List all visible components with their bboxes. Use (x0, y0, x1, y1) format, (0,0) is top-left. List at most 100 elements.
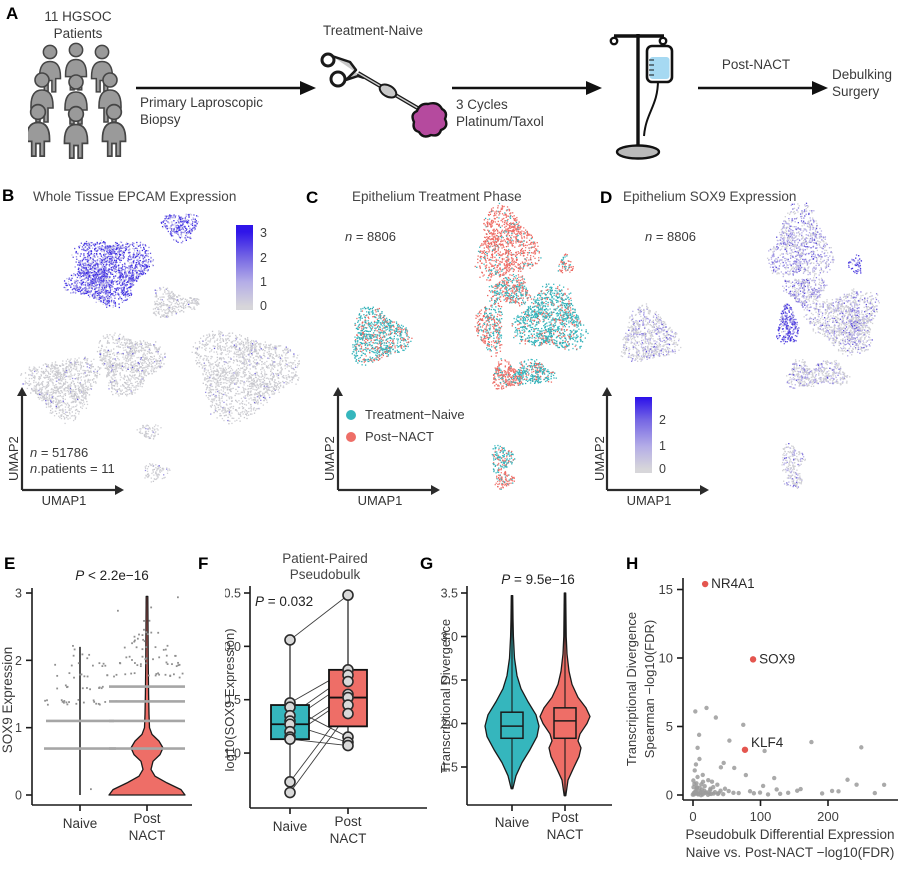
legend-label: Treatment−Naive (365, 407, 465, 422)
svg-text:Patient-Paired: Patient-Paired (282, 551, 368, 566)
debulking-label: Debulking Surgery (832, 67, 893, 99)
svg-text:−1.0: −1.0 (225, 747, 241, 761)
colorbar-tick: 0 (260, 299, 267, 313)
svg-text:Post: Post (551, 810, 578, 825)
arrow-surgery-icon (698, 81, 828, 95)
panel-c-umap-phase: Epithelium Treatment Phase n = 8806 Trea… (300, 185, 595, 545)
svg-text:100: 100 (750, 809, 772, 824)
arrow1-label: Primary Laproscopic Biopsy (140, 95, 264, 127)
patients-count-label: 11 HGSOC Patients (28, 8, 128, 42)
legend-row-naive: Treatment−Naive (346, 407, 465, 422)
svg-text:NACT: NACT (547, 827, 584, 842)
colorbar-tick: 2 (260, 251, 267, 265)
colorbar-tick: 1 (260, 275, 267, 289)
svg-text:3.5: 3.5 (441, 587, 458, 601)
svg-text:−0.5: −0.5 (225, 693, 241, 707)
svg-text:Pseudobulk: Pseudobulk (290, 567, 361, 582)
colorbar-tick: 0 (659, 462, 666, 476)
svg-text:5: 5 (666, 719, 673, 734)
svg-text:SOX9 Expression: SOX9 Expression (0, 647, 15, 754)
umap-axes-icon (333, 387, 440, 495)
svg-text:0.0: 0.0 (225, 640, 241, 654)
panel-d-umap-sox9: Epithelium SOX9 Expression n = 8806 2 1 … (592, 185, 900, 545)
umap-axes-icon (602, 387, 709, 495)
iv-drip-icon (609, 34, 674, 160)
post-nact-swatch (346, 431, 356, 442)
umap-axes-icon (17, 387, 124, 495)
colorbar-tick: 3 (260, 226, 267, 240)
svg-text:Naive vs. Post-NACT −log10(FDR: Naive vs. Post-NACT −log10(FDR) (686, 845, 895, 860)
svg-text:2.5: 2.5 (441, 674, 458, 688)
panel-letter-g: G (420, 554, 434, 573)
patients-line2: Patients (53, 26, 103, 41)
cell-count-label: n = 51786 n.patients = 11 (30, 445, 115, 476)
cell-count-label: n = 8806 (345, 229, 396, 244)
svg-text:P = 9.5e−16: P = 9.5e−16 (501, 572, 575, 587)
svg-text:Post: Post (133, 811, 160, 826)
colorbar-tick: 1 (659, 439, 666, 453)
svg-text:3.0: 3.0 (441, 630, 458, 644)
legend-row-post: Post−NACT (346, 429, 434, 444)
panel-b-umap-epcam: Whole Tissue EPCAM Expression 3 2 1 0 n … (0, 185, 300, 545)
svg-text:0: 0 (666, 788, 673, 803)
svg-text:10: 10 (659, 651, 673, 666)
svg-text:KLF4: KLF4 (751, 735, 784, 750)
svg-text:3: 3 (15, 587, 22, 601)
svg-text:NACT: NACT (129, 828, 166, 843)
svg-text:Naive: Naive (63, 816, 98, 831)
post-nact-label: Post-NACT (721, 57, 791, 72)
svg-text:15: 15 (659, 582, 673, 597)
arrow-chemo-icon (452, 81, 602, 95)
svg-text:P < 2.2e−16: P < 2.2e−16 (75, 568, 149, 583)
svg-text:NR4A1: NR4A1 (711, 576, 755, 591)
svg-text:Transcriptional Divergence: Transcriptional Divergence (624, 612, 639, 766)
arrow2-label: 3 Cycles Platinum/Taxol (456, 97, 544, 129)
umap-d-canvas (595, 185, 900, 545)
umap2-axis-label: UMAP2 (6, 436, 21, 481)
svg-text:0.5: 0.5 (225, 587, 241, 601)
svg-text:Post: Post (334, 814, 361, 829)
svg-text:P = 0.032: P = 0.032 (255, 594, 313, 609)
umap2-axis-label: UMAP2 (592, 436, 607, 481)
panel-letter-f: F (198, 554, 209, 573)
svg-text:log10(SOX9 Expression): log10(SOX9 Expression) (225, 628, 237, 771)
laparoscope-icon (320, 52, 448, 138)
sox9-colorbar (635, 397, 652, 473)
panel-letter-h: H (626, 554, 639, 573)
epcam-colorbar (236, 225, 253, 310)
svg-text:SOX9: SOX9 (759, 651, 795, 666)
cell-count-label: n = 8806 (645, 229, 696, 244)
treatment-naive-label: Treatment-Naive (322, 23, 424, 38)
umap1-axis-label: UMAP1 (41, 493, 87, 508)
svg-text:Pseudobulk Differential Expres: Pseudobulk Differential Expression (685, 827, 894, 842)
svg-text:Naive: Naive (273, 819, 308, 834)
patients-group-icon (28, 42, 127, 159)
umap1-axis-label: UMAP1 (357, 493, 403, 508)
umap-c-canvas (300, 185, 595, 545)
svg-text:1: 1 (15, 721, 22, 735)
svg-text:Naive: Naive (495, 815, 530, 830)
svg-text:Transcriptional Divergence: Transcriptional Divergence (440, 619, 453, 773)
panel-letter-e: E (4, 554, 16, 573)
svg-text:2.0: 2.0 (441, 717, 458, 731)
svg-text:2: 2 (15, 654, 22, 668)
panel-letter-a: A (6, 4, 19, 23)
patients-line1: 11 HGSOC (44, 9, 112, 24)
svg-text:Spearman −log10(FDR): Spearman −log10(FDR) (642, 620, 657, 758)
svg-text:0: 0 (689, 809, 696, 824)
umap1-axis-label: UMAP1 (626, 493, 672, 508)
legend-label: Post−NACT (365, 429, 434, 444)
treatment-naive-swatch (346, 409, 356, 420)
colorbar-tick: 2 (659, 413, 666, 427)
panel-a-schematic: 11 HGSOC Patients Primary Laproscopic Bi… (0, 0, 900, 180)
umap2-axis-label: UMAP2 (322, 436, 337, 481)
svg-text:1.5: 1.5 (441, 761, 458, 775)
arrow-biopsy-icon (136, 81, 316, 95)
svg-text:200: 200 (817, 809, 839, 824)
svg-text:NACT: NACT (330, 831, 367, 846)
